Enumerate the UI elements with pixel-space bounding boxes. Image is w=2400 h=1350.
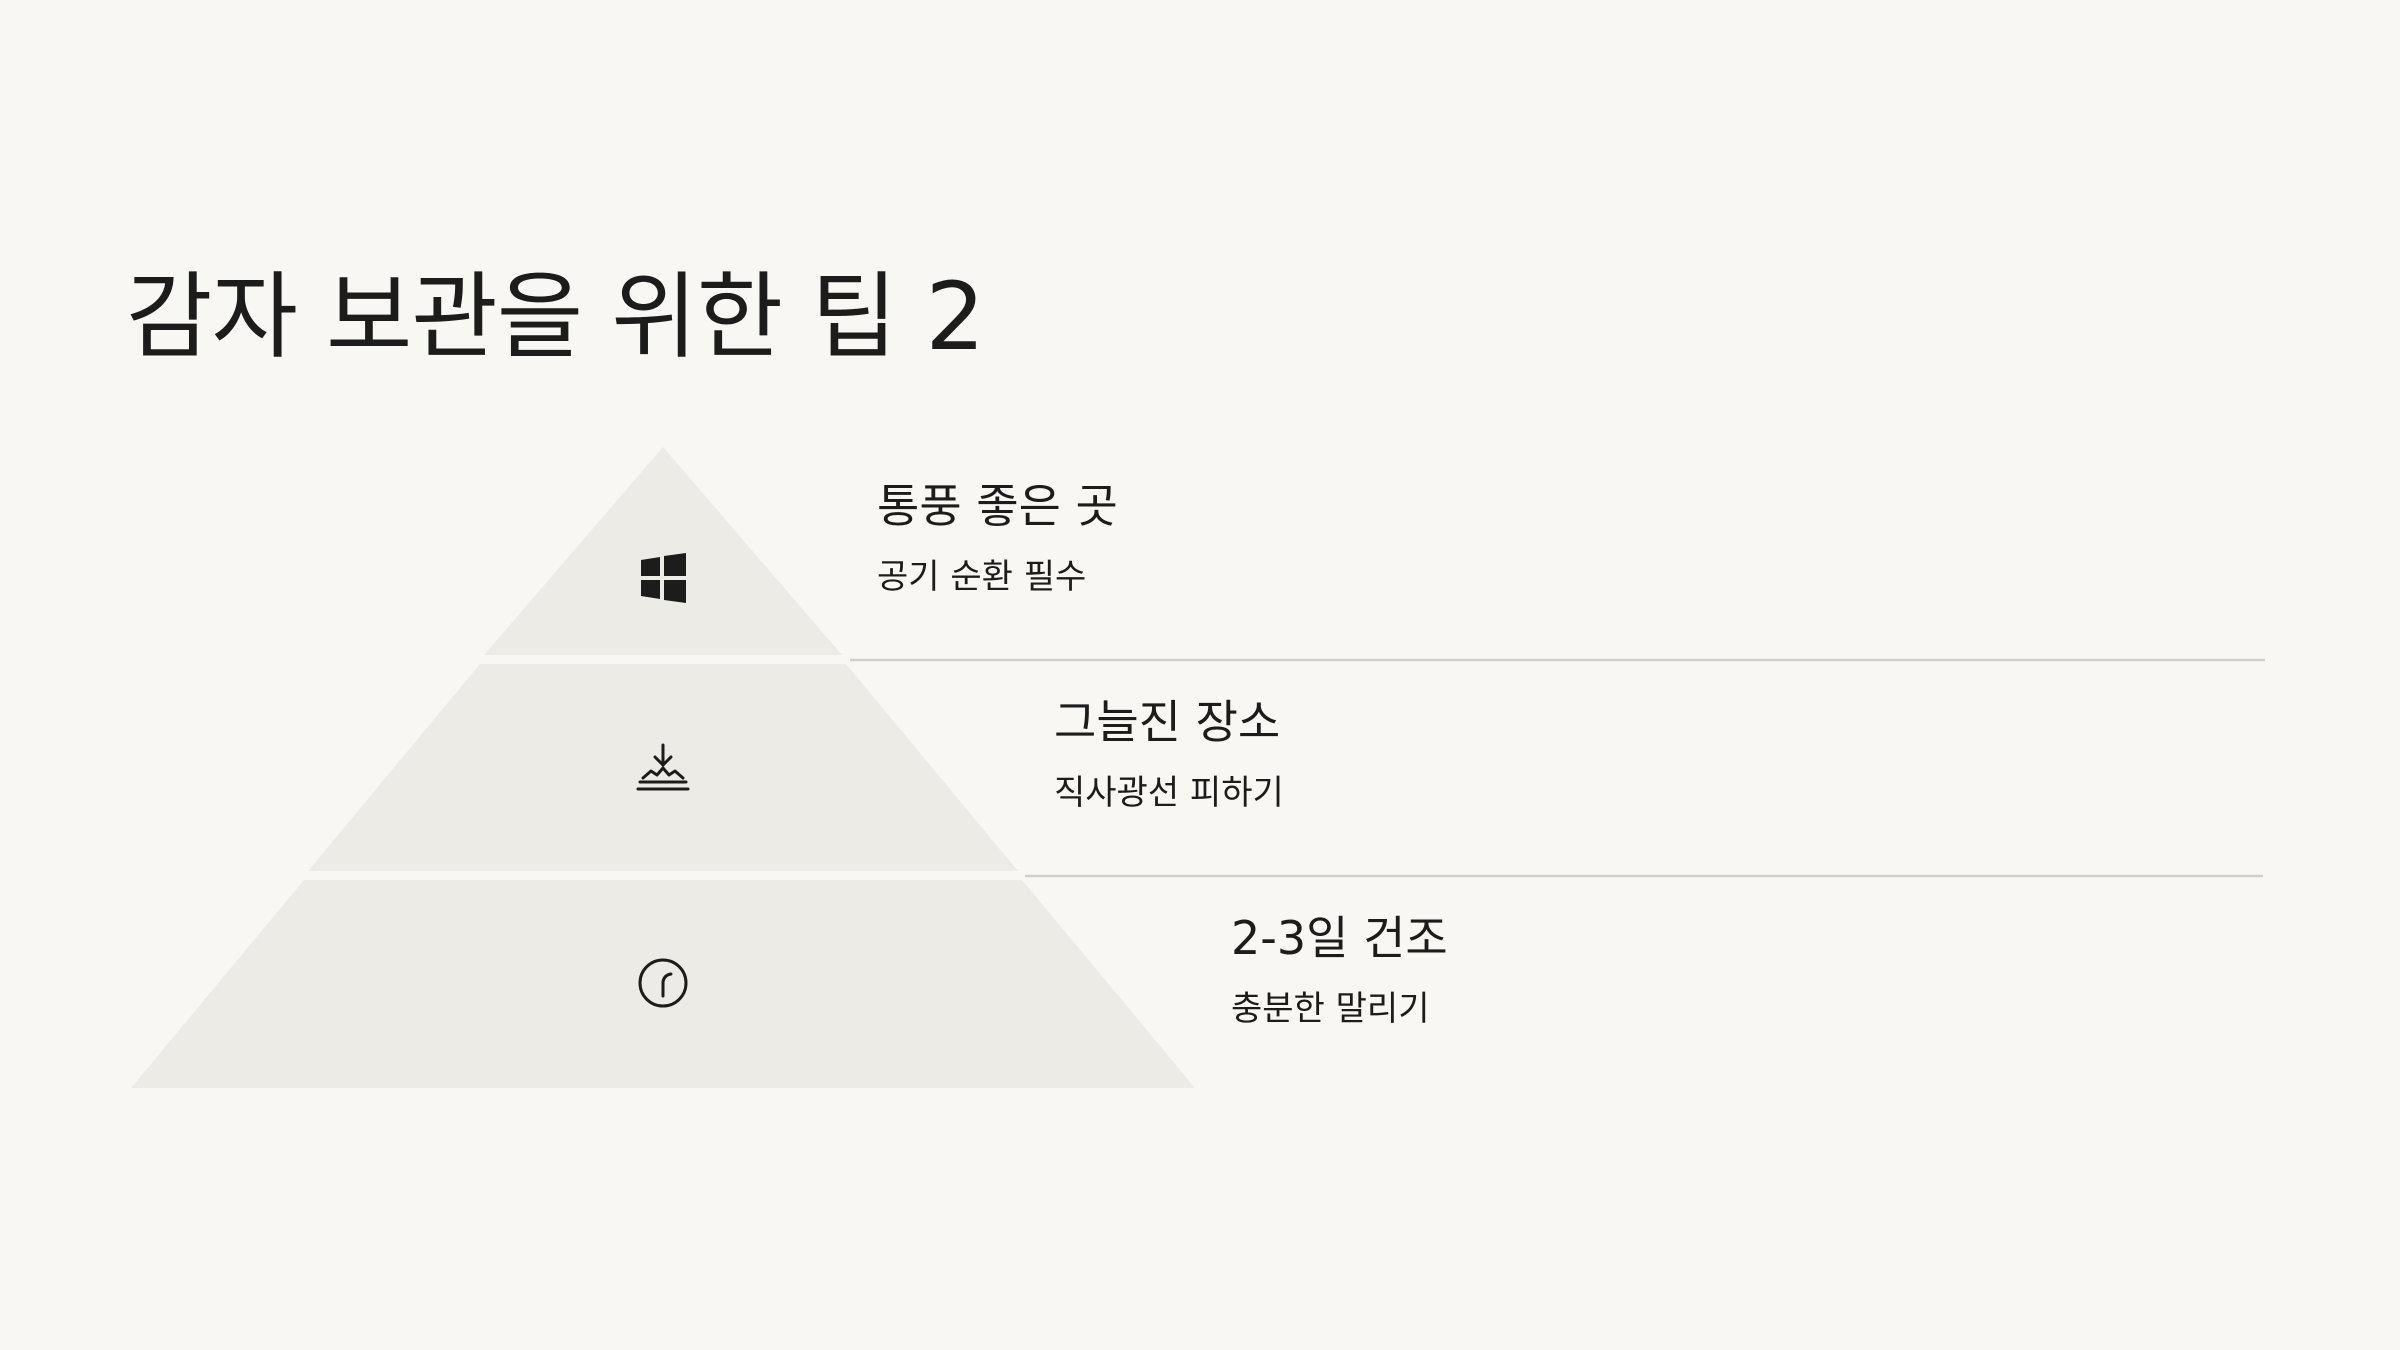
- tier-label-2: 그늘진 장소 직사광선 피하기: [1054, 694, 1284, 814]
- sunset-icon: [636, 743, 690, 791]
- tier-description: 공기 순환 필수: [877, 557, 1087, 597]
- clock-icon: [638, 958, 688, 1008]
- tier-description: 충분한 말리기: [1231, 989, 1430, 1029]
- tier-label-3: 2-3일 건조 충분한 말리기: [1231, 910, 1448, 1030]
- windows-icon: [641, 553, 686, 603]
- tier-heading: 2-3일 건조: [1231, 911, 1448, 965]
- slide-title: 감자 보관을 위한 팁 2: [126, 263, 985, 372]
- pyramid-tier-top: [484, 447, 842, 655]
- tier-heading: 통풍 좋은 곳: [877, 479, 1118, 533]
- tier-description: 직사광선 피하기: [1054, 773, 1284, 813]
- tier-label-1: 통풍 좋은 곳 공기 순환 필수: [877, 478, 1118, 598]
- tier-heading: 그늘진 장소: [1054, 695, 1281, 749]
